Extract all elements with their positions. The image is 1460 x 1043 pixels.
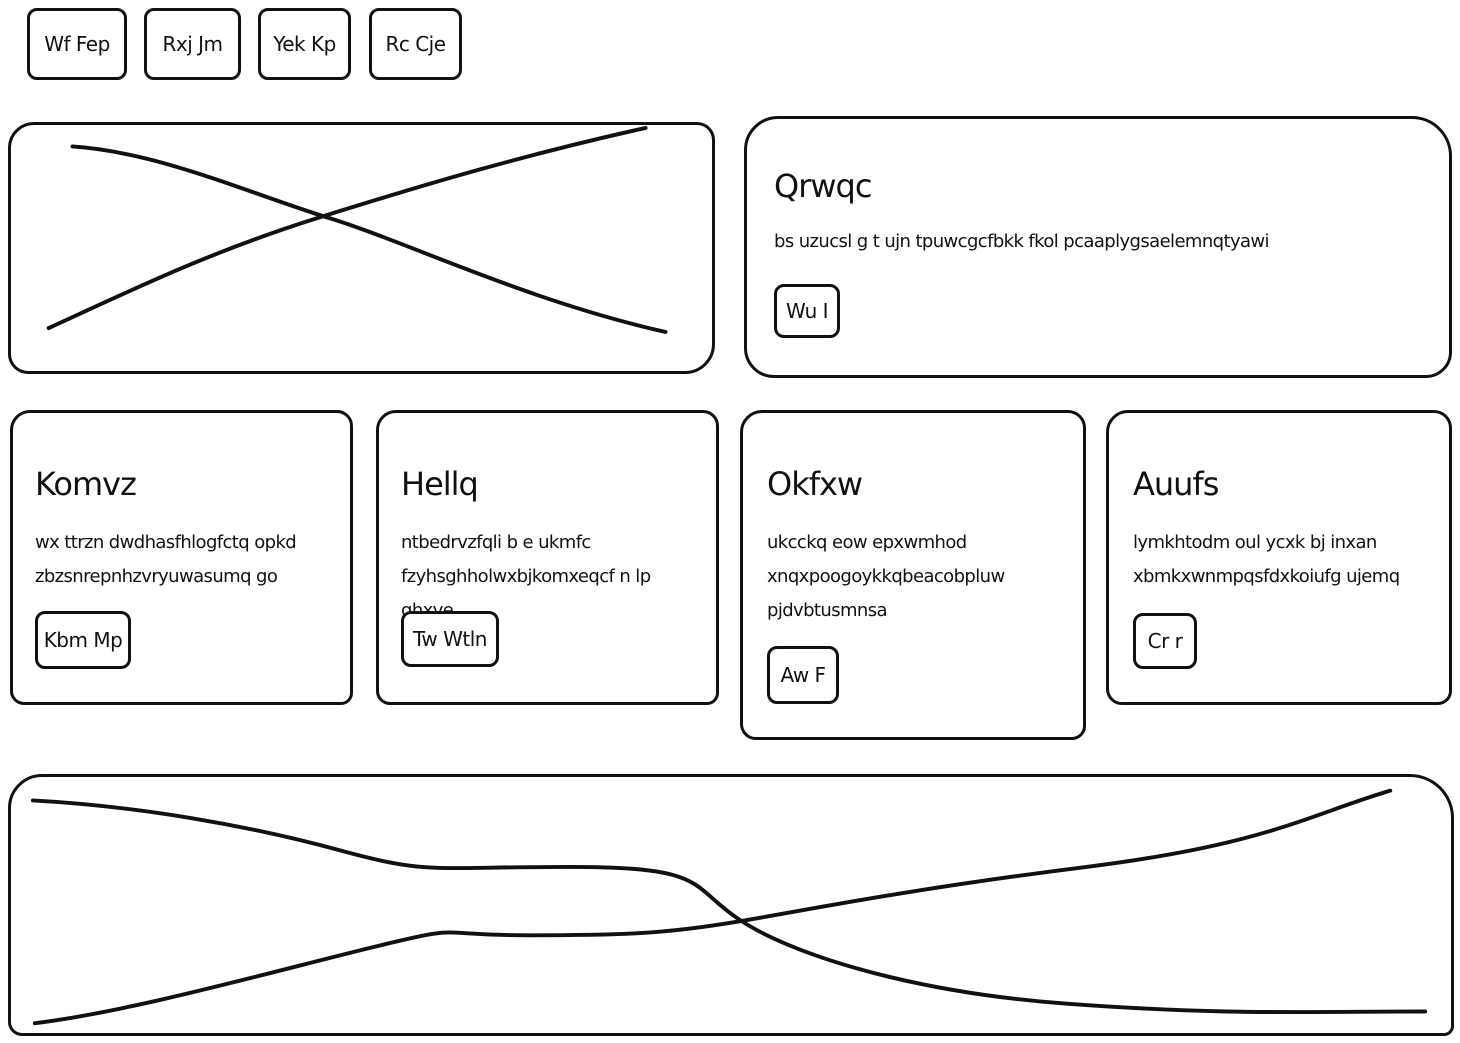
card-1-text-line-1: wx ttrzn dwdhasfhlogfctq opkd bbox=[35, 532, 297, 553]
card-4-text-line-2: xbmkxwnmpqsfdxkoiufg ujemq bbox=[1133, 566, 1400, 587]
image-placeholder-bottom bbox=[8, 774, 1454, 1036]
card-3-text-line-2: xnqxpoogoykkqbeacobpluw bbox=[767, 566, 1005, 587]
feature-card-title: Qrwqc bbox=[774, 167, 872, 205]
card-3-text-line-3: pjdvbtusmnsa bbox=[767, 600, 888, 621]
card-4-title: Auufs bbox=[1133, 465, 1219, 503]
card-2-title: Hellq bbox=[401, 465, 479, 503]
card-1-button[interactable]: Kbm Mp bbox=[35, 611, 131, 669]
nav-button-1[interactable]: Wf Fep bbox=[27, 8, 127, 80]
card-2: Hellq ntbedrvzfqli b e ukmfc fzyhsghholw… bbox=[376, 410, 719, 705]
nav-button-4[interactable]: Rc Cje bbox=[369, 8, 462, 80]
card-1: Komvz wx ttrzn dwdhasfhlogfctq opkd zbzs… bbox=[10, 410, 353, 705]
card-3-text-line-1: ukcckq eow epxwmhod bbox=[767, 532, 967, 553]
nav-button-3[interactable]: Yek Kp bbox=[258, 8, 351, 80]
image-placeholder-top bbox=[8, 122, 715, 374]
card-1-title: Komvz bbox=[35, 465, 137, 503]
card-3: Okfxw ukcckq eow epxwmhod xnqxpoogoykkqb… bbox=[740, 410, 1086, 740]
card-4: Auufs lymkhtodm oul ycxk bj inxan xbmkxw… bbox=[1106, 410, 1452, 705]
card-3-title: Okfxw bbox=[767, 465, 863, 503]
feature-card: Qrwqc bs uzucsl g t ujn tpuwcgcfbkk fkol… bbox=[744, 116, 1452, 378]
card-4-button[interactable]: Cr r bbox=[1133, 613, 1197, 669]
card-1-text-line-2: zbzsnrepnhzvryuwasumq go bbox=[35, 566, 278, 587]
card-2-text-line-1: ntbedrvzfqli b e ukmfc bbox=[401, 532, 591, 553]
nav-button-2[interactable]: Rxj Jm bbox=[144, 8, 241, 80]
feature-card-text: bs uzucsl g t ujn tpuwcgcfbkk fkol pcaap… bbox=[774, 231, 1270, 252]
image-placeholder-cross bbox=[46, 125, 668, 334]
card-4-text-line-1: lymkhtodm oul ycxk bj inxan bbox=[1133, 532, 1377, 553]
card-3-button[interactable]: Aw F bbox=[767, 646, 839, 704]
feature-card-button[interactable]: Wu I bbox=[774, 284, 840, 338]
image-placeholder-bottom-cross bbox=[30, 788, 1428, 1026]
card-2-button[interactable]: Tw Wtln bbox=[401, 611, 499, 667]
